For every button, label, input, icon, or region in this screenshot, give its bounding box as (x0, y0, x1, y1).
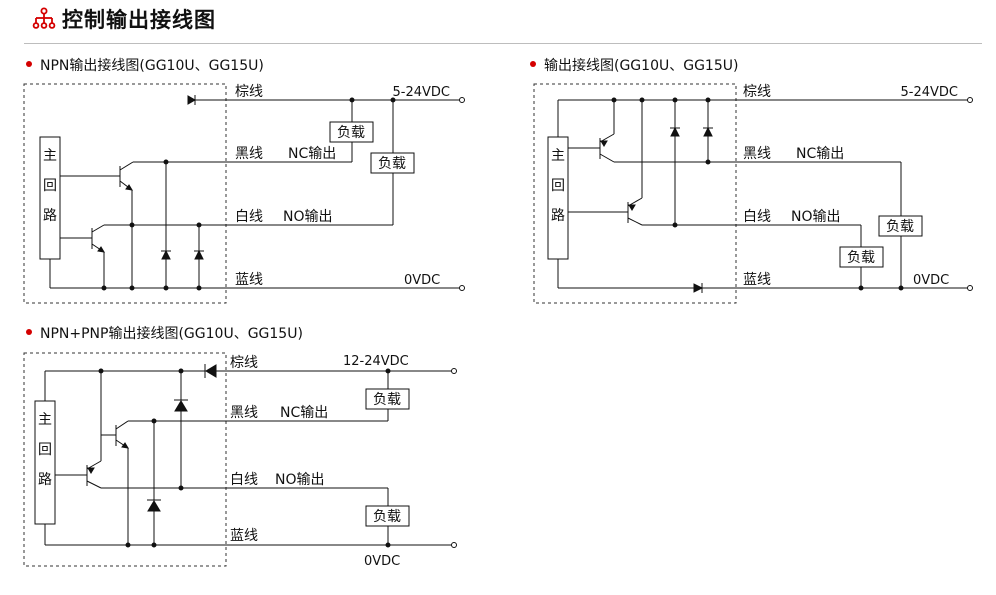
svg-text:回: 回 (43, 178, 57, 194)
svg-text:NC输出: NC输出 (796, 146, 844, 162)
transistor-icon (125, 184, 133, 191)
svg-text:回: 回 (38, 442, 52, 458)
svg-text:5-24VDC: 5-24VDC (393, 85, 450, 100)
diode-icon (147, 500, 161, 512)
svg-text:黑线: 黑线 (235, 146, 263, 162)
svg-text:负载: 负载 (373, 509, 401, 525)
diode-icon (174, 400, 188, 412)
terminal (459, 285, 465, 291)
svg-text:NO输出: NO输出 (275, 472, 325, 488)
svg-text:路: 路 (38, 472, 52, 488)
sensor-boundary (23, 352, 227, 567)
svg-text:负载: 负载 (373, 392, 401, 408)
terminal (451, 368, 457, 374)
diode-icon (703, 126, 713, 137)
svg-text:棕线: 棕线 (743, 84, 771, 100)
svg-text:负载: 负载 (886, 219, 914, 235)
connection-tree-icon (32, 7, 56, 29)
pnp-diagram-title: 输出接线图(GG10U、GG15U) (530, 57, 738, 75)
transistor-icon (87, 467, 95, 474)
svg-text:NC输出: NC输出 (288, 146, 336, 162)
svg-text:蓝线: 蓝线 (743, 272, 771, 288)
header-divider (24, 43, 982, 44)
terminal (967, 285, 973, 291)
diode-icon (670, 126, 680, 137)
svg-text:蓝线: 蓝线 (235, 272, 263, 288)
svg-text:白线: 白线 (743, 209, 771, 225)
svg-text:NO输出: NO输出 (791, 209, 841, 225)
svg-text:棕线: 棕线 (235, 84, 263, 100)
svg-text:0VDC: 0VDC (404, 273, 440, 288)
svg-text:0VDC: 0VDC (913, 273, 949, 288)
svg-text:黑线: 黑线 (743, 146, 771, 162)
svg-text:回: 回 (551, 178, 565, 194)
diode-icon (194, 249, 204, 260)
svg-text:NO输出: NO输出 (283, 209, 333, 225)
svg-text:白线: 白线 (230, 472, 258, 488)
svg-text:路: 路 (43, 208, 57, 224)
transistor-icon (97, 246, 105, 253)
terminal (459, 97, 465, 103)
svg-text:主: 主 (38, 412, 52, 428)
svg-text:负载: 负载 (378, 156, 406, 172)
bullet-dot-icon (26, 61, 32, 67)
diode-icon (161, 249, 171, 260)
svg-text:5-24VDC: 5-24VDC (901, 85, 958, 100)
transistor-icon (628, 204, 636, 211)
sensor-boundary (533, 83, 737, 304)
diode-icon (205, 364, 217, 378)
page-title: 控制输出接线图 (62, 8, 216, 32)
sensor-boundary (23, 83, 227, 304)
bullet-dot-icon (530, 61, 536, 67)
diode-icon (693, 283, 704, 293)
transistor-icon (600, 140, 608, 147)
bullet-dot-icon (26, 329, 32, 335)
svg-text:NC输出: NC输出 (280, 405, 328, 421)
diode-icon (187, 95, 197, 105)
svg-text:负载: 负载 (847, 250, 875, 266)
svg-text:路: 路 (551, 208, 565, 224)
svg-text:蓝线: 蓝线 (230, 528, 258, 544)
svg-text:12-24VDC: 12-24VDC (343, 354, 409, 369)
svg-text:0VDC: 0VDC (364, 554, 400, 569)
npn-pnp-diagram-title: NPN+PNP输出接线图(GG10U、GG15U) (26, 325, 303, 343)
npn-diagram-title: NPN输出接线图(GG10U、GG15U) (26, 57, 264, 75)
svg-text:主: 主 (551, 148, 565, 164)
svg-text:负载: 负载 (337, 125, 365, 141)
svg-text:主: 主 (43, 148, 57, 164)
svg-text:棕线: 棕线 (230, 355, 258, 371)
terminal (451, 542, 457, 548)
transistor-icon (121, 442, 129, 449)
page-header: 控制输出接线图 (0, 0, 996, 46)
svg-text:黑线: 黑线 (230, 405, 258, 421)
terminal (967, 97, 973, 103)
svg-text:白线: 白线 (235, 209, 263, 225)
